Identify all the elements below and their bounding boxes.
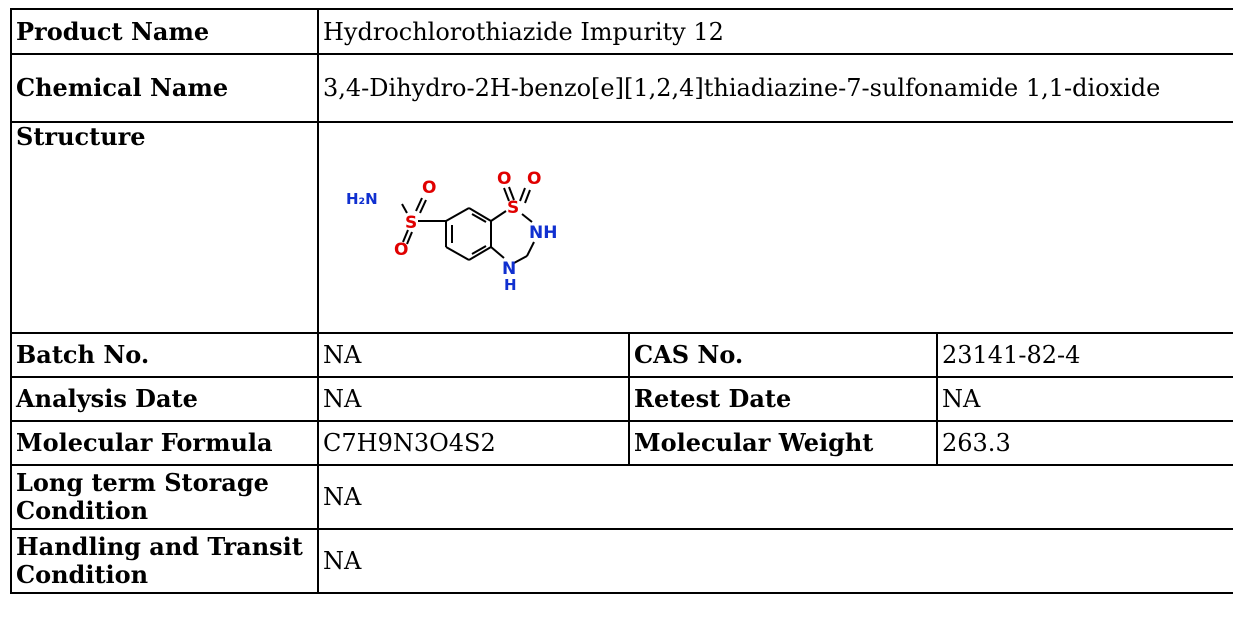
atom-sulfonyl-s-label: S [405,213,417,233]
chemical-name-row: Chemical Name 3,4-Dihydro-2H-benzo[e][1,… [10,53,1233,123]
atom-oxygen-label: O [497,169,511,189]
handling-row: Handling and Transit Condition NA [10,528,1233,594]
product-spec-table: Product Name Hydrochlorothiazide Impurit… [10,8,1233,594]
cas-no-value: 23141-82-4 [936,332,1233,378]
date-row: Analysis Date NA Retest Date NA [10,376,1233,422]
product-name-label: Product Name [10,8,319,55]
handling-condition-label: Handling and Transit Condition [10,528,319,594]
storage-row: Long term Storage Condition NA [10,464,1233,530]
batch-no-value: NA [317,332,630,378]
analysis-date-value: NA [317,376,630,422]
molecular-formula-label: Molecular Formula [10,420,319,466]
atom-hydrogen-label: H [504,276,517,294]
batch-row: Batch No. NA CAS No. 23141-82-4 [10,332,1233,378]
batch-no-label: Batch No. [10,332,319,378]
atom-ring-nh-label: NH [529,223,557,243]
atom-ring-s-label: S [507,198,519,218]
storage-condition-label: Long term Storage Condition [10,464,319,530]
atom-oxygen-label: O [394,240,408,260]
molecular-weight-value: 263.3 [936,420,1233,466]
chemical-structure-image: H₂N S O O S O O NH N H [346,169,557,294]
atom-amino-label: H₂N [346,190,378,208]
cas-no-label: CAS No. [628,332,938,378]
analysis-date-label: Analysis Date [10,376,319,422]
retest-date-value: NA [936,376,1233,422]
product-name-value: Hydrochlorothiazide Impurity 12 [317,8,1233,55]
atom-oxygen-label: O [527,169,541,189]
molecular-weight-label: Molecular Weight [628,420,938,466]
structure-label: Structure [10,121,319,334]
storage-condition-value: NA [317,464,1233,530]
product-name-row: Product Name Hydrochlorothiazide Impurit… [10,8,1233,55]
formula-row: Molecular Formula C7H9N3O4S2 Molecular W… [10,420,1233,466]
handling-condition-value: NA [317,528,1233,594]
atom-oxygen-label: O [422,178,436,198]
retest-date-label: Retest Date [628,376,938,422]
structure-cell: H₂N S O O S O O NH N H [317,121,1233,334]
atom-ring-n-label: N [502,259,516,279]
chemical-name-label: Chemical Name [10,53,319,123]
chemical-name-value: 3,4-Dihydro-2H-benzo[e][1,2,4]thiadiazin… [317,53,1233,123]
molecular-formula-value: C7H9N3O4S2 [317,420,630,466]
structure-row: Structure [10,121,1233,334]
